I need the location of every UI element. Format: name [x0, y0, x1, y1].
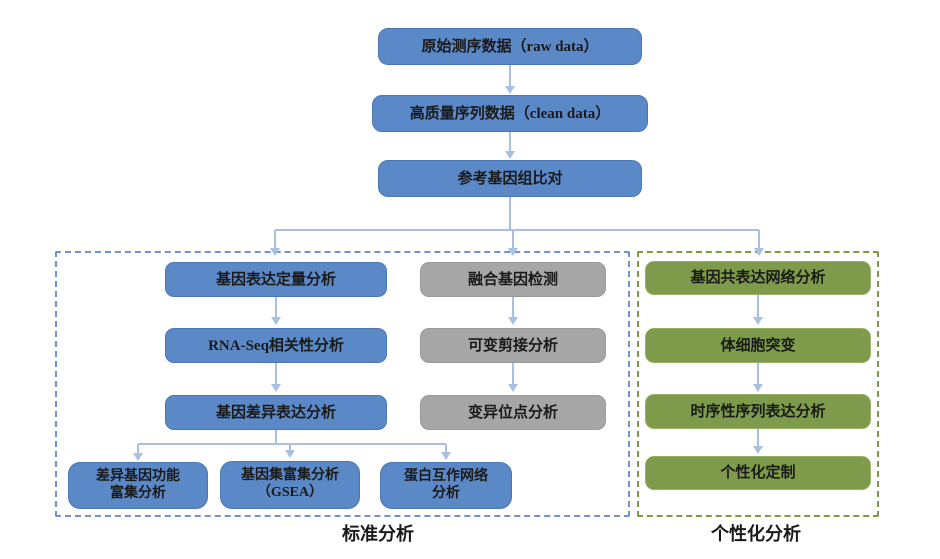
flow-box-alternative-splicing: 可变剪接分析 [420, 328, 606, 363]
branch-alignment-to-columns [270, 197, 764, 256]
arrow-correlation-to-differential [271, 363, 281, 392]
flow-box-clean-data: 高质量序列数据（clean data） [372, 95, 648, 132]
flow-box-personalized-customization: 个性化定制 [645, 456, 871, 490]
flow-box-functional-enrichment-line2: 富集分析 [110, 485, 166, 501]
flow-box-functional-enrichment: 差异基因功能 富集分析 [68, 462, 208, 509]
flow-box-differential-expression: 基因差异表达分析 [165, 395, 387, 430]
arrow-coexpression-to-somatic [753, 295, 763, 325]
arrow-clean-to-alignment [505, 132, 515, 159]
flow-box-protein-interaction-line2: 分析 [432, 485, 460, 501]
flow-box-protein-interaction-line1: 蛋白互作网络 [404, 468, 488, 484]
flow-box-protein-interaction-network: 蛋白互作网络 分析 [380, 462, 512, 509]
flow-box-functional-enrichment-line1: 差异基因功能 [96, 468, 180, 484]
arrow-quantification-to-correlation [271, 297, 281, 325]
flow-box-timeseries-expression: 时序性序列表达分析 [645, 394, 871, 429]
flow-box-expression-quantification: 基因表达定量分析 [165, 262, 387, 297]
flow-box-coexpression-network: 基因共表达网络分析 [645, 261, 871, 295]
arrow-timeseries-to-custom [753, 429, 763, 454]
flow-box-raw-data: 原始测序数据（raw data） [378, 28, 642, 65]
flow-box-genome-alignment: 参考基因组比对 [378, 160, 642, 197]
flow-box-variant-site-analysis: 变异位点分析 [420, 395, 606, 430]
arrow-splicing-to-variant [508, 363, 518, 392]
flow-box-fusion-gene-detection: 融合基因检测 [420, 262, 606, 297]
standard-analysis-caption: 标准分析 [342, 524, 414, 544]
flow-box-gsea: 基因集富集分析 （GSEA） [220, 461, 360, 509]
arrow-somatic-to-timeseries [753, 363, 763, 392]
flow-box-gsea-line1: 基因集富集分析 [241, 468, 339, 484]
personalized-analysis-caption: 个性化分析 [711, 524, 801, 544]
flow-box-rnaseq-correlation: RNA-Seq相关性分析 [165, 328, 387, 363]
arrow-fusion-to-splicing [508, 297, 518, 325]
standard-analysis-group-border [55, 251, 630, 517]
branch-differential-to-enrichment [133, 430, 451, 461]
arrow-raw-to-clean [505, 65, 515, 94]
flow-box-somatic-mutation: 体细胞突变 [645, 328, 871, 363]
flow-box-gsea-line2: （GSEA） [256, 485, 324, 500]
